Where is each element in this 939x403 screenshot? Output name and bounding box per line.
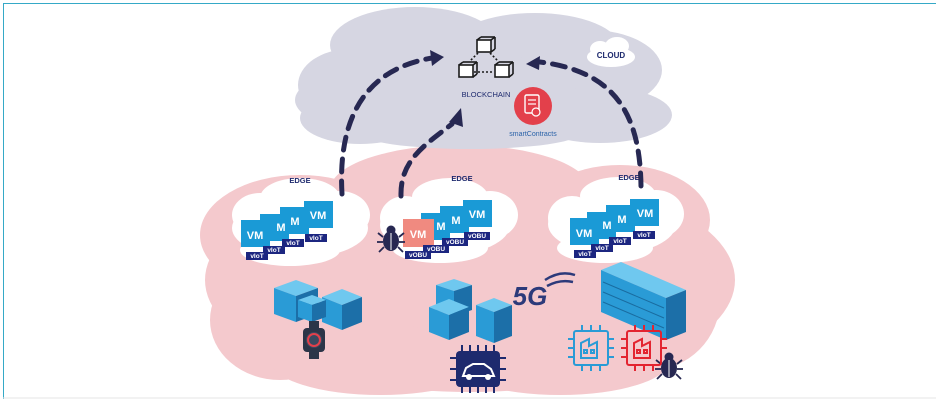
- blockchain-icon: [458, 36, 514, 78]
- bug-icon: [377, 225, 405, 253]
- tag-label: vIoT: [250, 253, 263, 260]
- vm-label: VM: [469, 209, 486, 221]
- tag-label: vIoT: [595, 245, 608, 252]
- tag-label: vOBU: [446, 239, 464, 246]
- arrowhead-center: [449, 108, 463, 127]
- smart-contract-icon: [514, 87, 552, 125]
- 5g-label: 5G: [513, 281, 548, 311]
- arrow-right-edge-to-blockchain: [537, 59, 644, 189]
- tag-label: vIoT: [309, 235, 322, 242]
- edge-label-center: EDGE: [451, 174, 472, 183]
- vm-stack-center: VM M M VM vOBU vOBU vOBU vOBU: [403, 200, 492, 259]
- edge-label-left: EDGE: [289, 176, 310, 185]
- vm-label: VM: [310, 210, 327, 222]
- cloud-shape: [295, 7, 672, 149]
- tag-label: vIoT: [267, 247, 280, 254]
- cpu-factory-icon: [568, 325, 614, 371]
- vm-label: VM: [410, 229, 427, 241]
- diagram-frame: [3, 3, 936, 399]
- arrow-heads: [430, 50, 540, 127]
- building-icon: [429, 279, 512, 343]
- car-chip-icon: [450, 345, 506, 393]
- building-icon: [601, 262, 686, 340]
- vm-stack-right: VM M M VM vIoT vIoT vIoT vIoT: [570, 199, 659, 258]
- vm-label: M: [436, 221, 445, 233]
- vm-label: M: [276, 222, 285, 234]
- tag-label: vOBU: [468, 233, 486, 240]
- vm-label: VM: [637, 208, 654, 220]
- tag-label: vIoT: [578, 251, 591, 258]
- edge-label-right: EDGE: [618, 173, 639, 182]
- cpu-factory-icon: [621, 325, 667, 371]
- vm-label: VM: [576, 228, 593, 240]
- vm-label: M: [617, 214, 626, 226]
- vm-label: VM: [247, 230, 264, 242]
- bug-icon: [655, 352, 683, 380]
- tag-label: vOBU: [427, 246, 445, 253]
- arrowhead-right: [526, 56, 540, 70]
- dashed-arrows: [339, 55, 644, 199]
- vm-label: M: [290, 216, 299, 228]
- cloud-label: CLOUD: [597, 51, 626, 60]
- smartwatch-icon: [303, 321, 325, 359]
- building-icon: [274, 280, 362, 330]
- blockchain-label: BLOCKCHAIN: [462, 90, 511, 99]
- tag-label: vIoT: [613, 238, 626, 245]
- tag-label: vOBU: [409, 252, 427, 259]
- cloud-badge: [587, 37, 635, 67]
- smart-contracts-label: smartContracts: [509, 131, 557, 138]
- arrow-center-edge-to-blockchain: [398, 121, 455, 199]
- vm-label: M: [451, 215, 460, 227]
- arrow-left-edge-to-blockchain: [339, 55, 435, 197]
- compromised-vm: [403, 219, 434, 247]
- arrowhead-left: [430, 50, 444, 66]
- tag-label: vIoT: [286, 240, 299, 247]
- signal-icon: [544, 272, 576, 288]
- tag-label: vIoT: [637, 232, 650, 239]
- vm-stack-left: VM M M VM vIoT vIoT vIoT vIoT: [241, 201, 333, 260]
- vm-label: M: [602, 220, 611, 232]
